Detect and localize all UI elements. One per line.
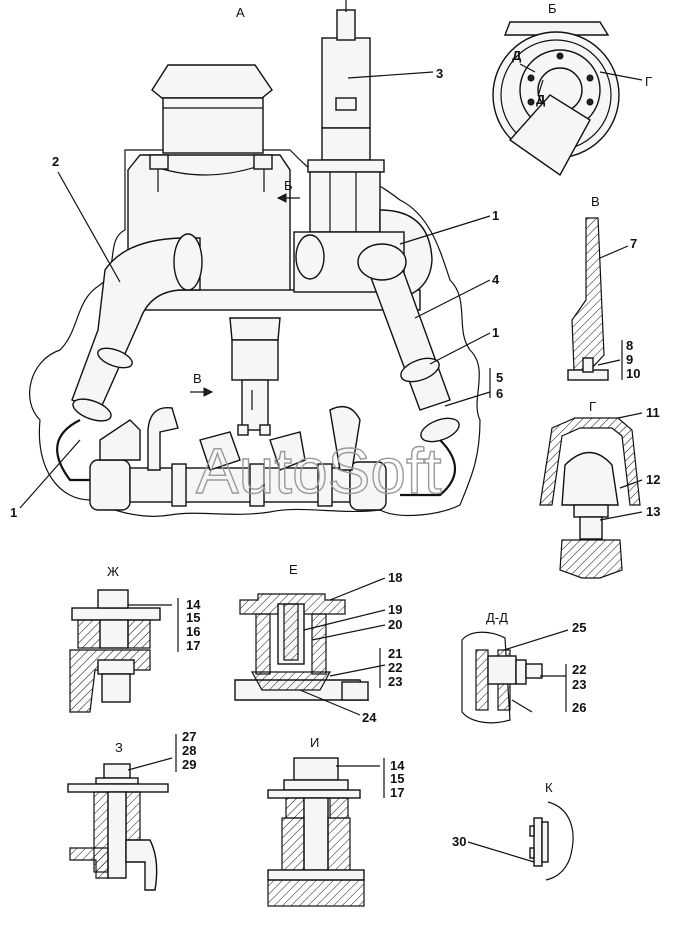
view-e-label: Е [289,562,298,577]
view-d-d-label: Д-Д [486,610,508,625]
view-z: З 27 28 29 [67,729,196,891]
turbocharger-left [89,459,131,511]
callout-27: 27 [182,729,196,744]
callout-1: 1 [10,505,17,520]
callout-22: 22 [388,660,402,675]
view-g: Г 11 12 13 [539,399,660,579]
view-zh-label: Ж [107,564,119,579]
callout-21: 21 [388,646,402,661]
callout-14: 14 [390,758,405,773]
view-b-label: Б [548,1,557,16]
view-g-mark: Г [645,74,652,89]
callout-20: 20 [388,617,402,632]
view-i-label: И [310,735,319,750]
cyclone-cylinder [321,37,371,129]
view-v-label: В [591,194,600,209]
view-d-d: Д-Д 25 22 23 26 [461,610,586,724]
callout-1: 1 [492,208,499,223]
exhaust-manifold [129,467,351,503]
callout-4: 4 [492,272,500,287]
callout-28: 28 [182,743,196,758]
view-b: Б Д Д Г [492,1,652,177]
callout-25: 25 [572,620,586,635]
callout-16: 16 [186,624,200,639]
callout-8: 8 [626,338,633,353]
view-a-label: А [236,5,245,20]
view-g-label: Г [589,399,596,414]
callout-29: 29 [182,757,196,772]
callout-9: 9 [626,352,633,367]
callout-10: 10 [626,366,640,381]
callout-14: 14 [186,597,201,612]
view-zh: Ж 14 15 16 17 [69,564,201,713]
callout-22: 22 [572,662,586,677]
callout-17: 17 [186,638,200,653]
callout-17: 17 [390,785,404,800]
view-k: К 30 [452,780,574,881]
view-v-arrow-label: В [193,371,202,386]
callout-15: 15 [390,771,404,786]
callout-15: 15 [186,610,200,625]
turbocharger-right [349,461,387,511]
callout-1: 1 [492,325,499,340]
callout-24: 24 [362,710,377,725]
air-intake-pipe [162,97,264,154]
view-b-arrow-label: Б [284,178,293,193]
callout-26: 26 [572,700,586,715]
air-intake-cap [151,64,273,99]
view-z-label: З [115,740,123,755]
callout-13: 13 [646,504,660,519]
callout-18: 18 [388,570,402,585]
callout-11: 11 [646,405,660,420]
callout-23: 23 [572,677,586,692]
view-e: Е 18 19 20 21 22 23 24 [234,562,402,725]
view-k-label: К [545,780,553,795]
view-i: И 14 15 17 [267,735,405,907]
callout-12: 12 [646,472,660,487]
callout-6: 6 [496,386,503,401]
callout-2: 2 [52,154,59,169]
callout-5: 5 [496,370,503,385]
callout-30: 30 [452,834,466,849]
callout-23: 23 [388,674,402,689]
callout-3: 3 [436,66,443,81]
callout-19: 19 [388,602,402,617]
section-d-mark: Д [536,92,546,107]
section-d-mark: Д [512,48,522,63]
view-v: В 7 8 9 10 [567,194,640,381]
watermark: AutoSoft [196,435,442,507]
callout-7: 7 [630,236,637,251]
view-a: А [10,0,503,520]
